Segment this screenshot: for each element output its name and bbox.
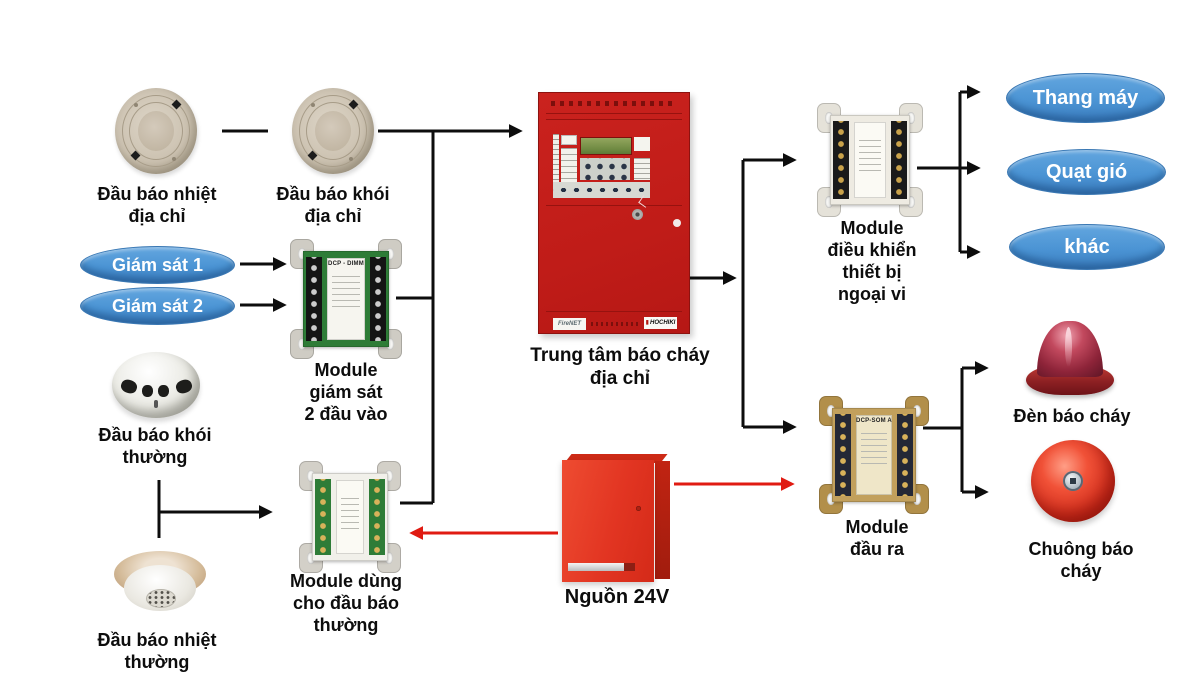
node-elevator: Thang máy [1006, 73, 1165, 123]
output-module-model-text: DCP-SOM A [856, 418, 892, 424]
label-smoke-detector-conventional: Đầu báo khói thường [98, 425, 212, 467]
label-fire-lamp: Đèn báo cháy [1013, 406, 1131, 426]
monitor-module-image: DCP - DIMM [290, 239, 402, 359]
label-heat-detector-addressable: Đầu báo nhiệt địa chỉ [97, 184, 217, 226]
heat-detector-addressable-image [115, 88, 197, 174]
elevator-label: Thang máy [1032, 86, 1139, 109]
panel-buttons [553, 182, 650, 198]
giam-sat-1-label: Giám sát 1 [111, 254, 204, 275]
panel-brand-text: HOCHIKI [644, 317, 677, 329]
fan-label: Quạt gió [1045, 160, 1128, 183]
bell-hub [1063, 471, 1083, 491]
label-heat-detector-conventional: Đầu báo nhiệt thường [97, 630, 217, 672]
label-peripheral-control-module: Module điều khiển thiết bị ngoại vi [827, 218, 917, 304]
fire-lamp-image [1026, 321, 1114, 397]
fire-bell-image [1031, 440, 1115, 522]
label-output-module: Module đầu ra [845, 517, 909, 559]
node-fan: Quạt gió [1007, 149, 1166, 195]
panel-model-text: FireNET [553, 318, 586, 330]
label-power-supply: Nguồn 24V [564, 586, 670, 608]
node-other: khác [1009, 224, 1165, 270]
label-fire-bell: Chuông báo cháy [1028, 539, 1134, 581]
giam-sat-2-label: Giám sát 2 [111, 295, 204, 316]
label-conventional-zone-module: Module dùng cho đầu báo thường [290, 571, 402, 635]
label-monitor-module: Module giám sát 2 đầu vào [304, 360, 388, 424]
output-module-image: DCP-SOM A [819, 396, 929, 514]
power-supply-image [560, 452, 672, 584]
monitor-module-model-text: DCP - DIMM [328, 261, 364, 267]
panel-keypad [580, 158, 630, 180]
label-smoke-detector-addressable: Đầu báo khói địa chỉ [276, 184, 390, 226]
smoke-detector-conventional-image [112, 352, 200, 418]
smoke-detector-addressable-image [292, 88, 374, 174]
other-label: khác [1064, 235, 1110, 258]
node-giam-sat-1: Giám sát 1 [80, 246, 235, 284]
conventional-zone-module-image [299, 461, 401, 573]
panel-lcd-screen [580, 137, 632, 155]
node-giam-sat-2: Giám sát 2 [80, 287, 235, 325]
peripheral-control-module-image [817, 103, 923, 217]
heat-detector-conventional-image [114, 545, 206, 619]
label-control-panel: Trung tâm báo cháy địa chỉ [530, 345, 710, 390]
control-panel-image: FireNET HOCHIKI [538, 92, 690, 334]
panel-key-lock [632, 209, 643, 220]
